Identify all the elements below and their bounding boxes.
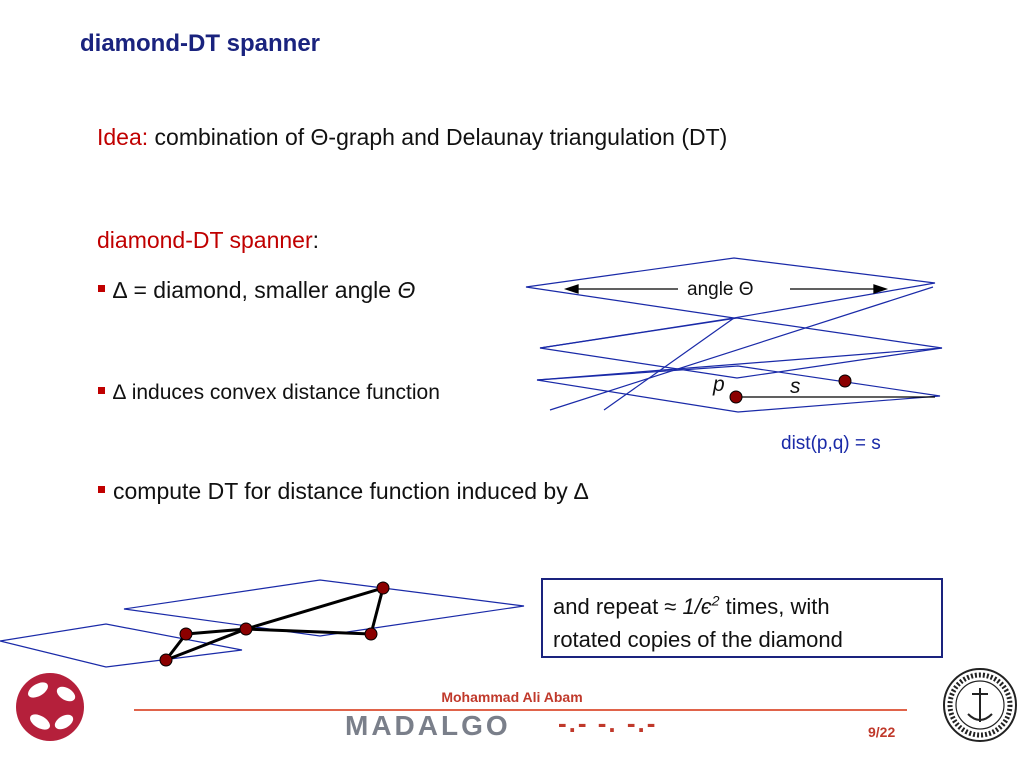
repeat-callout: and repeat ≈ 1/є2 times, with rotated co… <box>541 578 943 658</box>
bullet-text: compute DT for distance function induced… <box>113 478 575 504</box>
footer-divider <box>134 709 907 711</box>
seal-anchor-base <box>967 713 993 721</box>
dt-edge <box>185 627 247 636</box>
diamond-edge <box>536 347 943 381</box>
diamond-shapes <box>525 257 943 413</box>
diamond-edge <box>603 317 735 411</box>
dt-edges <box>164 586 385 662</box>
idea-label: Idea: <box>97 124 149 150</box>
repeat-prefix: and repeat ≈ <box>553 594 683 619</box>
bullet-text: induces convex distance function <box>125 381 440 404</box>
arrow-left-head <box>563 284 579 294</box>
logo-petal <box>54 714 74 730</box>
bullet-marker <box>98 486 105 494</box>
arrow-right-head <box>873 284 889 294</box>
bullet-text: = diamond, smaller angle <box>127 277 398 303</box>
university-logo-left <box>16 673 84 741</box>
diamond-large <box>525 257 936 319</box>
angle-arrow <box>563 284 889 294</box>
s-label: s <box>790 375 801 398</box>
subheading: diamond-DT spanner: <box>97 227 319 254</box>
dt-edge <box>245 586 384 631</box>
dt-vertex <box>179 627 193 641</box>
diamond-small <box>536 365 941 413</box>
bullet-theta: Θ <box>397 277 416 303</box>
dt-vertex <box>239 622 253 636</box>
seal-lettering <box>947 672 1013 738</box>
logo-petal <box>30 714 50 730</box>
bullet-marker <box>98 386 105 394</box>
bullet-diamond: ∆ = diamond, smaller angle Θ <box>98 277 415 304</box>
bullet-compute: compute DT for distance function induced… <box>98 478 588 505</box>
point-q <box>838 374 852 388</box>
repeat-suffix: times, with <box>719 594 830 619</box>
logo-petal <box>56 686 76 702</box>
bullet-symbol: ∆ <box>113 381 126 404</box>
dt-vertices <box>159 581 390 667</box>
logo-petal <box>28 682 48 698</box>
dt-vertex <box>159 653 173 667</box>
footer-author: Mohammad Ali Abam <box>441 689 583 705</box>
bottom-diamond-left <box>0 623 243 668</box>
logo-circle <box>16 673 84 741</box>
bullet-symbol: ∆ <box>574 478 589 504</box>
angle-label: angle Θ <box>687 279 754 300</box>
diamond-middle <box>539 317 943 379</box>
p-label: p <box>712 373 725 396</box>
dist-label: dist(p,q) = s <box>781 433 881 454</box>
diamond-diagonal <box>549 286 934 411</box>
diamond-edge <box>539 317 735 349</box>
repeat-line2: rotated copies of the diamond <box>553 627 843 652</box>
point-p <box>729 390 743 404</box>
repeat-expr: 1/є <box>682 594 712 619</box>
seal-inner <box>955 680 1005 730</box>
repeat-exponent: 2 <box>711 592 720 609</box>
dt-edge <box>369 587 385 635</box>
dt-vertex <box>364 627 378 641</box>
dt-vertex <box>376 581 390 595</box>
bullet-marker <box>98 285 105 293</box>
bottom-diamond-right <box>123 579 525 637</box>
bullet-symbol: ∆ <box>113 277 128 303</box>
subheading-colon: : <box>312 227 320 253</box>
subheading-text: diamond-DT spanner <box>97 227 313 253</box>
page-title: diamond-DT spanner <box>80 30 321 57</box>
bullet-convex: ∆ induces convex distance function <box>98 381 440 405</box>
idea-line: Idea: combination of Θ-graph and Delauna… <box>97 124 727 151</box>
idea-text: combination of Θ-graph and Delaunay tria… <box>154 124 728 150</box>
university-seal-right <box>943 668 1017 742</box>
dt-edge <box>245 627 372 636</box>
page-number: 9/22 <box>868 724 896 740</box>
dt-edge <box>165 627 247 662</box>
madalgo-wordmark: MADALGO <box>345 710 511 741</box>
madalgo-dashes: -.- -. -.- <box>558 708 658 738</box>
